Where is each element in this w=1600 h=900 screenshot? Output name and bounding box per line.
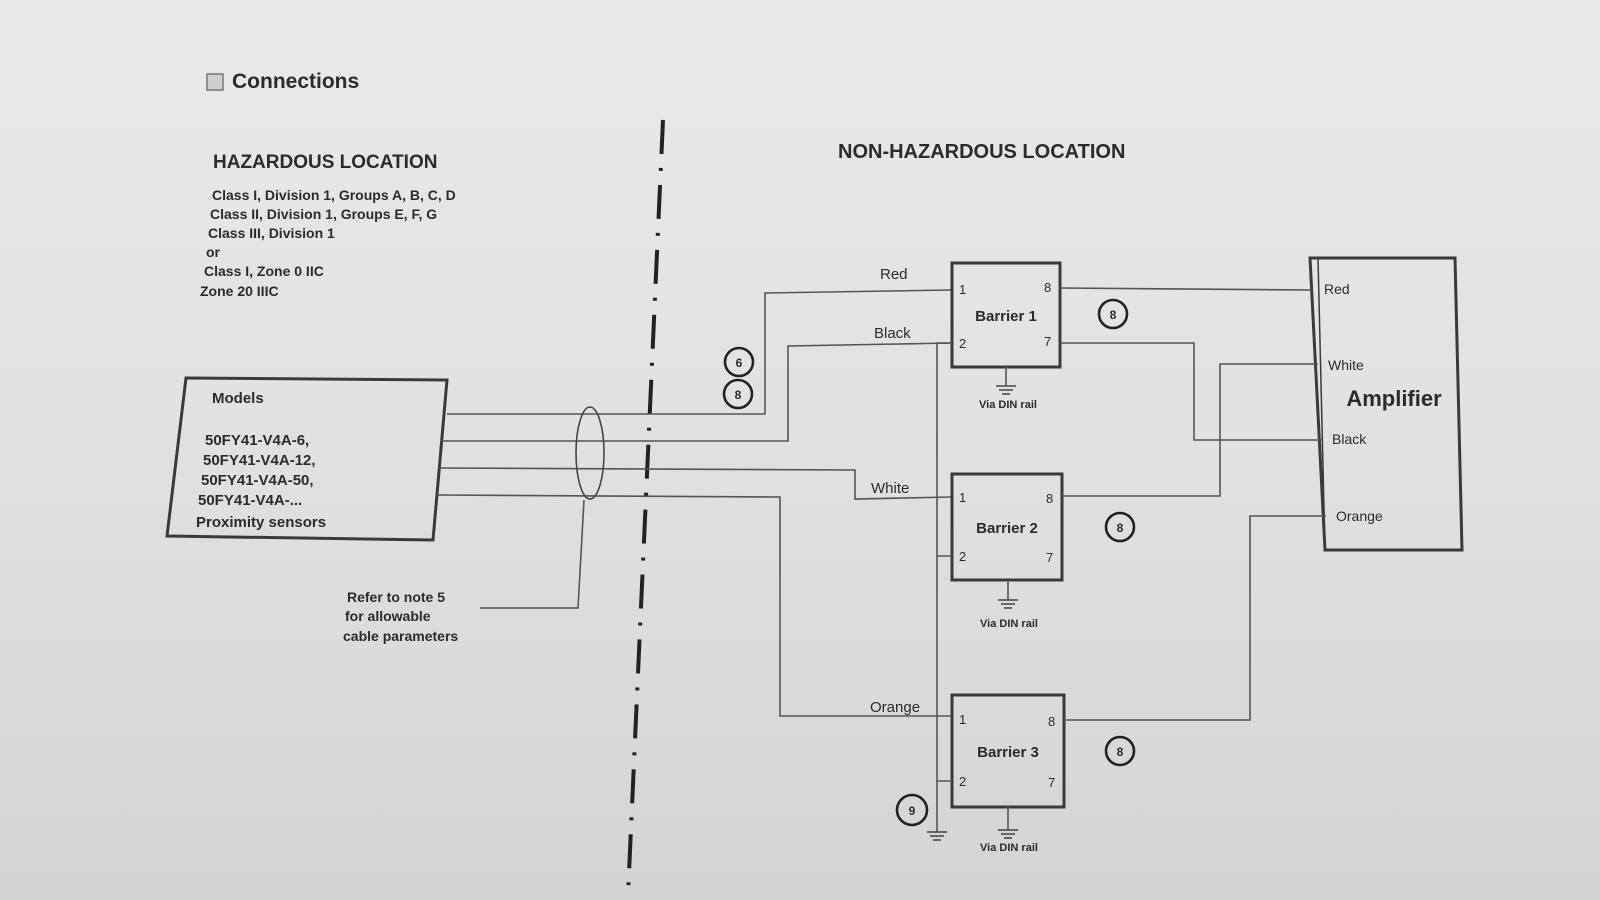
black-output-wire: [1060, 342, 1322, 441]
wire-label-white: White: [871, 480, 909, 497]
barrier-1-ground-label: Via DIN rail: [979, 399, 1037, 411]
note-marker-label: 8: [1117, 521, 1124, 535]
ground-icon: [927, 831, 947, 841]
orange-wire: [436, 494, 952, 717]
note-marker-label: 8: [735, 388, 742, 402]
barrier-2-ground-label: Via DIN rail: [980, 618, 1038, 630]
orange-output-wire: [1064, 515, 1326, 721]
amplifier-terminal-white: White: [1328, 357, 1364, 373]
barrier-2-pin8: 8: [1046, 491, 1053, 506]
barrier-3-pin2: 2: [959, 774, 966, 789]
amplifier-terminal-red: Red: [1324, 281, 1350, 297]
model-line: 50FY41-V4A-6,: [205, 432, 309, 449]
ground-icon: [996, 385, 1016, 395]
amplifier-terminal-orange: Orange: [1336, 508, 1383, 524]
cable-note-line: Refer to note 5: [347, 589, 445, 605]
ground-icon: [998, 599, 1018, 609]
models-box: [165, 376, 449, 542]
barrier-3-pin1: 1: [959, 712, 966, 727]
barrier-3-ground-label: Via DIN rail: [980, 842, 1038, 854]
boundary-line: [626, 119, 665, 896]
model-line: 50FY41-V4A-50,: [201, 472, 314, 489]
barrier-3-name: Barrier 3: [977, 744, 1039, 761]
barrier-3-pin7: 7: [1048, 775, 1055, 790]
amplifier-terminal-strip: [1317, 257, 1326, 551]
barrier-2-pin1: 1: [959, 490, 966, 505]
cable-note-line: for allowable: [345, 608, 431, 624]
wire-label-orange: Orange: [870, 699, 920, 716]
note-marker: [1104, 511, 1136, 543]
note-marker-label: 9: [909, 804, 916, 818]
model-line: Proximity sensors: [196, 514, 326, 531]
barrier-2-box: [950, 472, 1064, 582]
hazardous-title: HAZARDOUS LOCATION: [213, 152, 437, 173]
red-wire: [447, 289, 953, 415]
checkbox-icon: [206, 73, 224, 91]
note-marker-label: 8: [1110, 308, 1117, 322]
barrier-3-pin8: 8: [1048, 714, 1055, 729]
note-marker-label: 8: [1117, 745, 1124, 759]
wire-label-red: Red: [880, 266, 908, 283]
barrier-1-name: Barrier 1: [975, 308, 1037, 325]
common-bus-wire: [936, 556, 952, 782]
white-wire: [438, 467, 953, 500]
wire-label-black: Black: [874, 325, 911, 342]
note-marker: [1097, 298, 1129, 330]
hazardous-line: Class I, Zone 0 IIC: [204, 263, 324, 279]
black-wire: [441, 342, 953, 442]
white-output-wire: [1062, 363, 1318, 497]
hazardous-line: Class II, Division 1, Groups E, F, G: [210, 206, 437, 222]
barrier-2-pin2: 2: [959, 549, 966, 564]
note-marker-label: 6: [736, 356, 743, 370]
model-line: 50FY41-V4A-12,: [203, 452, 316, 469]
models-heading: Models: [212, 390, 264, 407]
note-marker: [895, 793, 929, 827]
barrier-2-name: Barrier 2: [976, 520, 1038, 537]
ground-icon: [998, 829, 1018, 839]
barrier-1-pin2: 2: [959, 336, 966, 351]
barrier-2-pin7: 7: [1046, 550, 1053, 565]
red-output-wire: [1059, 287, 1313, 291]
nonhazardous-title: NON-HAZARDOUS LOCATION: [838, 141, 1125, 163]
hazardous-line: Class I, Division 1, Groups A, B, C, D: [212, 187, 456, 203]
amplifier-terminal-black: Black: [1332, 431, 1367, 447]
amplifier-name: Amplifier: [1346, 386, 1442, 411]
section-title: Connections: [232, 70, 359, 93]
hazardous-line: or: [206, 244, 221, 260]
amplifier-box: [1308, 256, 1464, 552]
barrier-1-pin8: 8: [1044, 280, 1051, 295]
note-marker: [1104, 735, 1136, 767]
cable-bundle-icon: [575, 406, 605, 500]
model-line: 50FY41-V4A-...: [198, 492, 302, 509]
barrier-1-pin1: 1: [959, 282, 966, 297]
note-marker: [722, 378, 754, 410]
cable-note-line: cable parameters: [343, 628, 458, 644]
hazardous-line: Class III, Division 1: [208, 225, 335, 241]
note-marker: [723, 346, 755, 378]
barrier-1-pin7: 7: [1044, 334, 1051, 349]
common-bus-wire: [936, 342, 952, 557]
note-leader-line: [480, 499, 585, 609]
hazardous-line: Zone 20 IIIC: [200, 283, 279, 299]
